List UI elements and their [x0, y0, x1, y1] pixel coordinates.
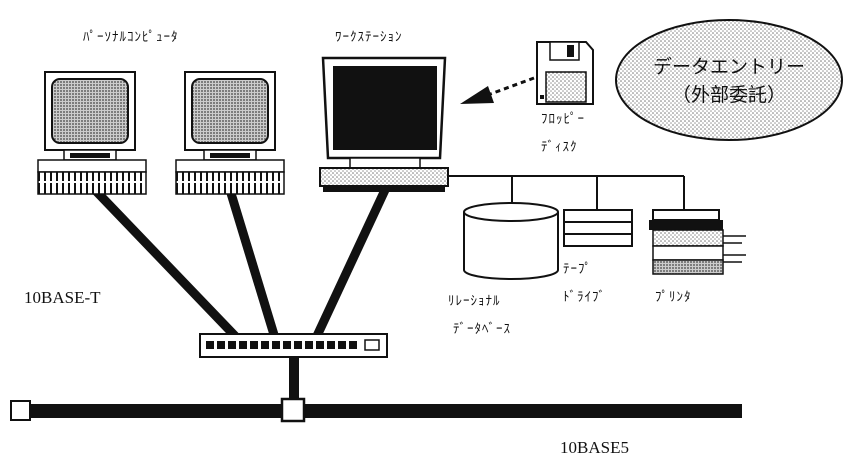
label-data-entry: データエントリー [626, 52, 832, 79]
cable-pc2 [230, 190, 275, 338]
personal-computer-1 [38, 72, 146, 194]
backbone-terminator [11, 401, 30, 420]
data-transfer-arrow [460, 78, 534, 104]
hub [200, 334, 387, 357]
label-rdb-2: ﾃﾞｰﾀﾍﾞｰｽ [453, 318, 511, 337]
label-rdb-1: ﾘﾚｰｼｮﾅﾙ [448, 290, 501, 309]
label-10base5: 10BASE5 [560, 438, 629, 458]
database-cylinder [464, 203, 558, 279]
label-floppy-2: ﾃﾞｨｽｸ [541, 136, 578, 155]
label-outsourcing: （外部委託） [626, 80, 832, 107]
transceiver [282, 399, 304, 421]
floppy-disk-icon [537, 42, 593, 104]
label-tape-2: ﾄﾞﾗｲﾌﾞ [563, 286, 606, 305]
cable-pc1 [95, 190, 237, 338]
label-10base-t: 10BASE-T [24, 288, 101, 308]
workstation [320, 58, 448, 192]
label-personal-computer: ﾊﾟｰｿﾅﾙｺﾝﾋﾟｭｰﾀ [83, 26, 179, 45]
label-printer: ﾌﾟﾘﾝﾀ [655, 286, 692, 305]
tape-drive [564, 210, 632, 246]
cable-workstation [316, 190, 385, 338]
label-workstation: ﾜｰｸｽﾃｰｼｮﾝ [335, 26, 403, 45]
label-tape-1: ﾃｰﾌﾟ [563, 258, 592, 277]
printer [649, 210, 746, 274]
personal-computer-2 [176, 72, 284, 194]
backbone-cable [30, 404, 742, 418]
label-floppy-1: ﾌﾛｯﾋﾟｰ [541, 108, 585, 127]
drop-cable [289, 356, 299, 400]
